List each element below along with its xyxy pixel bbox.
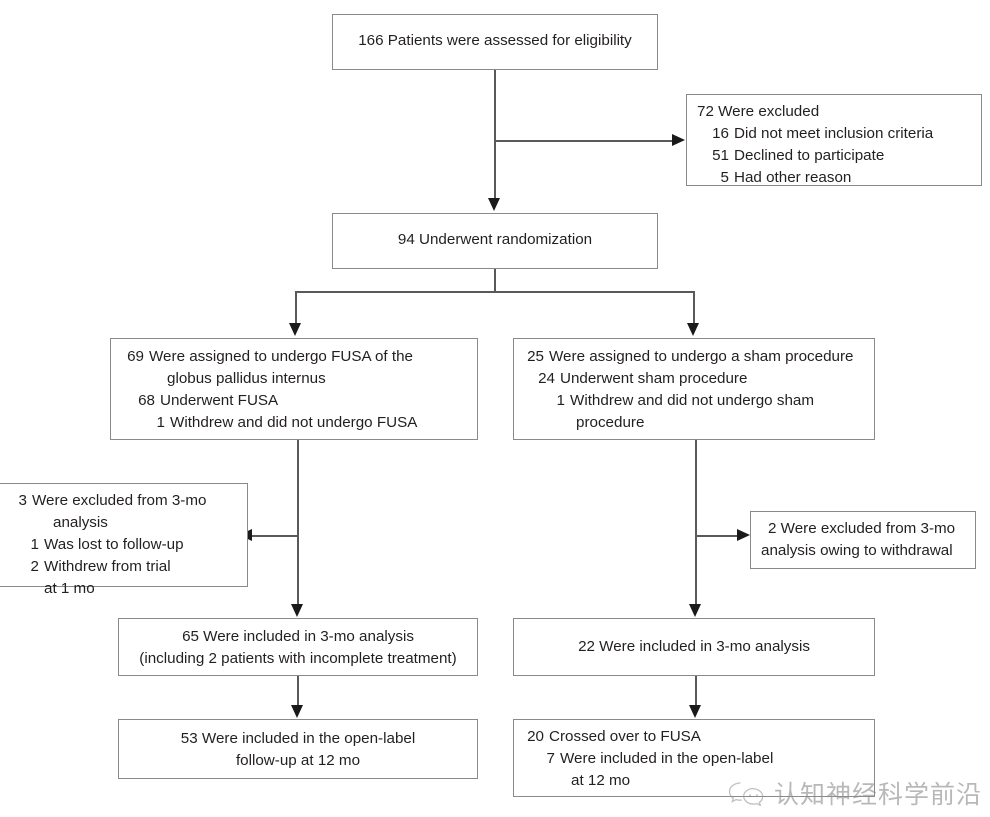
fusa-excluded-text: Were excluded from 3-mo — [32, 492, 207, 509]
fusa-assigned-num: 69 — [127, 348, 144, 365]
fusa-excluded-heading-cont: analysis — [53, 513, 108, 531]
sham-assigned-item-num: 24 — [538, 369, 555, 387]
fusa-assigned-text: Were assigned to undergo FUSA of the — [149, 348, 413, 365]
arrowhead-to-fusa-openlabel — [291, 705, 303, 718]
excluded-reason-text: Declined to participate — [734, 146, 885, 164]
connector-to-fusa-excluded — [252, 535, 298, 537]
connector-fusa-analysis-to-openlabel — [297, 676, 299, 708]
node-fusa-assigned: 69 Were assigned to undergo FUSA of the … — [110, 338, 478, 440]
fusa-openlabel-line2: follow-up at 12 mo — [235, 751, 361, 769]
connector-to-sham-excluded — [695, 535, 737, 537]
fusa-assigned-item-text: Underwent FUSA — [160, 391, 279, 409]
fusa-assigned-item: 1 Withdrew and did not undergo FUSA — [123, 412, 469, 434]
fusa-excluded-item-text: Was lost to follow-up — [44, 535, 184, 553]
fusa-excluded-item-text: Withdrew from trial — [44, 557, 171, 575]
connector-split-horizontal — [295, 291, 695, 293]
sham-assigned-item-text: Withdrew and did not undergo sham — [570, 391, 814, 409]
excluded-reason-row: 5 Had other reason — [697, 167, 973, 189]
connector-sham-analysis-to-openlabel — [695, 676, 697, 708]
arrowhead-to-sham-assigned — [687, 323, 699, 336]
arrowhead-to-excluded — [672, 134, 685, 146]
arrowhead-to-sham-analysis — [689, 604, 701, 617]
sham-excluded-line2: analysis owing to withdrawal — [761, 541, 953, 559]
connector-to-excluded — [494, 140, 672, 142]
node-fusa-analysis: 65 Were included in 3-mo analysis (inclu… — [118, 618, 478, 676]
connector-enrollment-to-randomization — [494, 70, 496, 202]
arrowhead-to-fusa-analysis — [291, 604, 303, 617]
fusa-excluded-heading: 3 Were excluded from 3-mo — [15, 490, 241, 512]
excluded-reason-text: Had other reason — [734, 168, 852, 186]
arrowhead-to-sham-excluded — [737, 529, 750, 541]
sham-openlabel-item-cont: at 12 mo — [571, 771, 631, 789]
node-enrollment: 166 Patients were assessed for eligibili… — [332, 14, 658, 70]
sham-excluded-line1: 2 Were excluded from 3-mo — [768, 520, 956, 537]
fusa-assigned-item-num: 1 — [156, 413, 165, 431]
excluded-reason-num: 5 — [720, 168, 729, 186]
connector-split-right — [693, 291, 695, 325]
sham-assigned-item: 1 Withdrew and did not undergo sham — [523, 390, 868, 412]
enrollment-label: 166 Patients were assessed for eligibili… — [358, 32, 632, 49]
sham-assigned-item-cont: procedure — [576, 413, 645, 431]
node-randomization: 94 Underwent randomization — [332, 213, 658, 269]
excluded-reason-row: 51 Declined to participate — [697, 145, 973, 167]
excluded-reason-text: Did not meet inclusion criteria — [734, 124, 934, 142]
fusa-assigned-item: 68 Underwent FUSA — [123, 390, 469, 412]
excluded-reason-row: 16 Did not meet inclusion criteria — [697, 123, 973, 145]
connector-randomization-stem — [494, 269, 496, 293]
randomization-label: 94 Underwent randomization — [397, 231, 593, 248]
excluded-reason-num: 51 — [712, 146, 729, 164]
fusa-assigned-heading: 69 Were assigned to undergo FUSA of the — [123, 346, 469, 368]
node-sham-assigned: 25 Were assigned to undergo a sham proce… — [513, 338, 875, 440]
fusa-excluded-item-num: 2 — [30, 557, 39, 575]
excluded-reason-num: 16 — [712, 124, 729, 142]
sham-openlabel-item: 7 Were included in the open-label — [523, 748, 868, 770]
fusa-excluded-item: 2 Withdrew from trial — [15, 556, 241, 578]
sham-assigned-text: Were assigned to undergo a sham procedur… — [549, 348, 854, 365]
fusa-excluded-num: 3 — [18, 492, 27, 509]
sham-assigned-item-num: 1 — [556, 391, 565, 409]
sham-openlabel-item-text: Were included in the open-label — [560, 749, 774, 767]
node-fusa-openlabel: 53 Were included in the open-label follo… — [118, 719, 478, 779]
fusa-analysis-line2: (including 2 patients with incomplete tr… — [139, 649, 457, 667]
connector-fusa-assigned-to-analysis — [297, 440, 299, 608]
arrowhead-to-randomization — [488, 198, 500, 211]
fusa-assigned-item-text: Withdrew and did not undergo FUSA — [170, 413, 418, 431]
sham-assigned-item: 24 Underwent sham procedure — [523, 368, 868, 390]
sham-assigned-num: 25 — [527, 348, 544, 365]
sham-analysis-line1: 22 Were included in 3-mo analysis — [578, 638, 810, 655]
node-excluded: 72 Were excluded 16 Did not meet inclusi… — [686, 94, 982, 186]
sham-openlabel-text: Crossed over to FUSA — [549, 728, 701, 745]
node-sham-excluded: 2 Were excluded from 3-mo analysis owing… — [750, 511, 976, 569]
fusa-analysis-line1: 65 Were included in 3-mo analysis — [182, 628, 414, 645]
sham-openlabel-num: 20 — [527, 728, 544, 745]
fusa-excluded-item-cont: at 1 mo — [44, 579, 95, 597]
connector-sham-assigned-to-analysis — [695, 440, 697, 608]
sham-openlabel-item-num: 7 — [546, 749, 555, 767]
sham-assigned-item-text: Underwent sham procedure — [560, 369, 748, 387]
fusa-assigned-heading-cont: globus pallidus internus — [167, 369, 326, 387]
arrowhead-to-fusa-assigned — [289, 323, 301, 336]
connector-split-left — [295, 291, 297, 325]
excluded-heading: 72 Were excluded — [697, 103, 820, 120]
fusa-excluded-item: 1 Was lost to follow-up — [15, 534, 241, 556]
arrowhead-to-sham-openlabel — [689, 705, 701, 718]
sham-openlabel-heading: 20 Crossed over to FUSA — [523, 726, 868, 748]
fusa-excluded-item-num: 1 — [30, 535, 39, 553]
fusa-openlabel-line1: 53 Were included in the open-label — [180, 730, 416, 747]
node-sham-analysis: 22 Were included in 3-mo analysis — [513, 618, 875, 676]
node-sham-openlabel: 20 Crossed over to FUSA 7 Were included … — [513, 719, 875, 797]
node-fusa-excluded: 3 Were excluded from 3-mo analysis 1 Was… — [0, 483, 248, 597]
sham-assigned-heading: 25 Were assigned to undergo a sham proce… — [523, 346, 868, 368]
fusa-assigned-item-num: 68 — [138, 391, 155, 409]
